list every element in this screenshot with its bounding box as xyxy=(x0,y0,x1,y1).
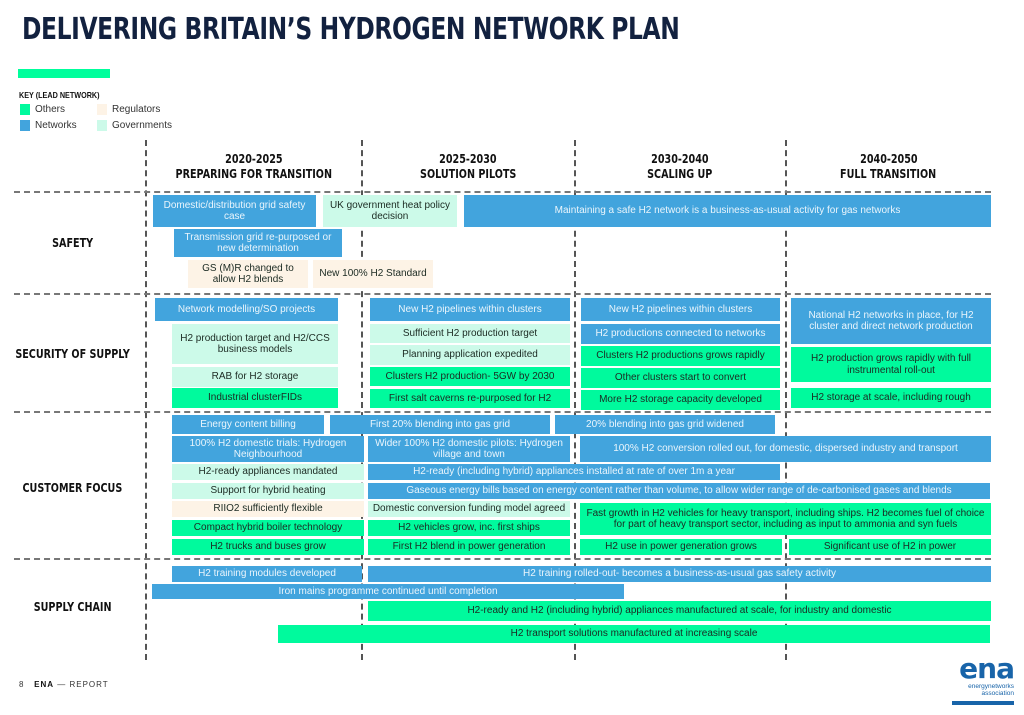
milestone-box: More H2 storage capacity developed xyxy=(581,390,780,410)
row-label-security-of-supply: SECURITY OF SUPPLY xyxy=(0,347,145,361)
milestone-box: Energy content billing xyxy=(172,415,324,434)
milestone-box: H2 use in power generation grows xyxy=(580,539,782,555)
milestone-box: National H2 networks in place, for H2 cl… xyxy=(791,298,991,344)
milestone-box: Sufficient H2 production target xyxy=(370,324,570,343)
swatch-regulators xyxy=(97,104,107,115)
milestone-box: H2 production grows rapidly with full in… xyxy=(791,347,991,382)
legend-title: KEY (LEAD NETWORK) xyxy=(19,90,100,100)
milestone-box: First 20% blending into gas grid xyxy=(330,415,550,434)
milestone-box: Clusters H2 productions grows rapidly xyxy=(581,346,780,366)
row-label-text: CUSTOMER FOCUS xyxy=(22,481,123,495)
milestone-box: H2 production target and H2/CCS business… xyxy=(172,324,338,364)
milestone-box: 100% H2 domestic trials: Hydrogen Neighb… xyxy=(172,436,364,462)
milestone-box: H2 storage at scale, including rough xyxy=(791,388,991,408)
legend-item-others: Others xyxy=(20,104,65,115)
logo-line1: energynetworks xyxy=(968,683,1014,690)
milestone-box: H2 transport solutions manufactured at i… xyxy=(278,625,990,643)
logo-bar xyxy=(952,701,1014,705)
milestone-box: H2 training rolled-out- becomes a busine… xyxy=(368,566,991,582)
column-phase: SCALING UP xyxy=(647,167,713,181)
grid-divider xyxy=(145,140,147,660)
accent-bar xyxy=(18,69,110,78)
footer-brand: ENA xyxy=(34,680,55,689)
legend-label: Others xyxy=(35,104,66,115)
milestone-box: UK government heat policy decision xyxy=(323,195,457,227)
milestone-box: H2 training modules developed xyxy=(172,566,362,582)
legend-item-networks: Networks xyxy=(20,120,77,131)
row-label-customer-focus: CUSTOMER FOCUS xyxy=(0,481,145,495)
page-number: 8 xyxy=(19,680,25,689)
milestone-box: Gaseous energy bills based on energy con… xyxy=(368,483,990,499)
column-header-2040-2050: 2040-2050 FULL TRANSITION xyxy=(786,152,991,182)
column-years: 2025-2030 xyxy=(439,152,497,166)
milestone-box: Other clusters start to convert xyxy=(581,368,780,388)
milestone-box: H2 vehicles grow, inc. first ships xyxy=(368,520,570,536)
milestone-box: H2-ready and H2 (including hybrid) appli… xyxy=(368,601,991,621)
swatch-governments xyxy=(97,120,107,131)
milestone-box: New H2 pipelines within clusters xyxy=(581,298,780,321)
row-label-supply-chain: SUPPLY CHAIN xyxy=(0,600,145,614)
page-title: DELIVERING BRITAIN’S HYDROGEN NETWORK PL… xyxy=(22,12,680,47)
legend-label: Regulators xyxy=(112,104,161,115)
milestone-box: 20% blending into gas grid widened xyxy=(555,415,775,434)
legend-label: Governments xyxy=(112,120,173,131)
swatch-others xyxy=(20,104,30,115)
milestone-box: Support for hybrid heating xyxy=(172,483,364,499)
grid-divider xyxy=(361,140,363,660)
milestone-box: Industrial clusterFIDs xyxy=(172,388,338,408)
milestone-box: Wider 100% H2 domestic pilots: Hydrogen … xyxy=(368,436,570,462)
milestone-box: Fast growth in H2 vehicles for heavy tra… xyxy=(580,503,991,535)
milestone-box: RAB for H2 storage xyxy=(172,367,338,387)
milestone-box: H2 productions connected to networks xyxy=(581,324,780,344)
milestone-box: New 100% H2 Standard xyxy=(313,260,433,288)
milestone-box: Compact hybrid boiler technology xyxy=(172,520,364,536)
column-years: 2020-2025 xyxy=(225,152,283,166)
legend-item-regulators: Regulators xyxy=(97,104,160,115)
grid-row-separator xyxy=(14,411,991,413)
ena-logo: ena energynetworks association xyxy=(952,652,1015,705)
column-years: 2030-2040 xyxy=(651,152,709,166)
row-label-text: SECURITY OF SUPPLY xyxy=(15,347,130,361)
footer-section: — REPORT xyxy=(57,680,109,689)
milestone-box: Network modelling/SO projects xyxy=(155,298,338,321)
column-phase: SOLUTION PILOTS xyxy=(419,167,517,181)
row-label-safety: SAFETY xyxy=(0,236,145,250)
milestone-box: Domestic/distribution grid safety case xyxy=(153,195,316,227)
milestone-box: Domestic conversion funding model agreed xyxy=(368,501,570,517)
grid-row-separator xyxy=(14,558,991,560)
grid-divider xyxy=(785,140,787,660)
milestone-box: H2-ready (including hybrid) appliances i… xyxy=(368,464,780,480)
column-header-2025-2030: 2025-2030 SOLUTION PILOTS xyxy=(362,152,574,182)
column-years: 2040-2050 xyxy=(859,152,918,166)
milestone-box: First H2 blend in power generation xyxy=(368,539,570,555)
row-label-text: SAFETY xyxy=(52,236,93,250)
row-label-text: SUPPLY CHAIN xyxy=(33,600,112,614)
column-phase: PREPARING FOR TRANSITION xyxy=(175,167,333,181)
grid-row-separator xyxy=(14,293,991,295)
logo-line2: association xyxy=(981,690,1014,697)
logo-mark: ena xyxy=(959,652,1015,685)
milestone-box: New H2 pipelines within clusters xyxy=(370,298,570,321)
swatch-networks xyxy=(20,120,30,131)
column-header-2030-2040: 2030-2040 SCALING UP xyxy=(575,152,785,182)
column-header-2020-2025: 2020-2025 PREPARING FOR TRANSITION xyxy=(147,152,361,182)
milestone-box: Maintaining a safe H2 network is a busin… xyxy=(464,195,991,227)
milestone-box: GS (M)R changed to allow H2 blends xyxy=(188,260,308,288)
milestone-box: Clusters H2 production- 5GW by 2030 xyxy=(370,367,570,386)
milestone-box: Significant use of H2 in power xyxy=(789,539,991,555)
grid-divider xyxy=(574,140,576,660)
milestone-box: 100% H2 conversion rolled out, for domes… xyxy=(580,436,991,462)
milestone-box: H2 trucks and buses grow xyxy=(172,539,364,555)
milestone-box: H2-ready appliances mandated xyxy=(172,464,364,480)
milestone-box: Transmission grid re-purposed or new det… xyxy=(174,229,342,257)
footer: 8 ENA — REPORT xyxy=(19,680,109,689)
legend-item-governments: Governments xyxy=(97,120,172,131)
column-phase: FULL TRANSITION xyxy=(840,167,937,181)
milestone-box: First salt caverns re-purposed for H2 xyxy=(370,389,570,408)
legend-label: Networks xyxy=(35,120,77,131)
grid-row-separator xyxy=(14,191,991,193)
milestone-box: Iron mains programme continued until com… xyxy=(152,584,624,599)
milestone-box: RIIO2 sufficiently flexible xyxy=(172,501,364,517)
milestone-box: Planning application expedited xyxy=(370,345,570,365)
